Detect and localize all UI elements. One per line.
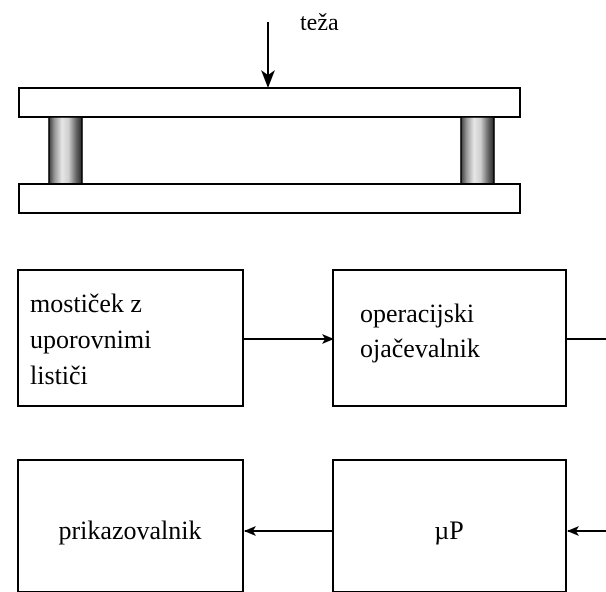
scale-platform	[18, 87, 521, 214]
left-load-cell	[48, 116, 83, 185]
amplifier-block: operacijski ojačevalnik	[332, 269, 567, 407]
load-arrowhead	[261, 70, 275, 88]
display-label: prikazovalnik	[59, 516, 202, 545]
bridge-label-line-3: lističi	[30, 361, 88, 390]
microprocessor-label: µP	[434, 516, 463, 545]
bridge-label-line-1: mostiček z	[30, 289, 142, 318]
display-block: prikazovalnik	[17, 459, 244, 592]
amplifier-label-line-1: operacijski	[360, 299, 474, 328]
bottom-plate	[18, 183, 521, 214]
load-label: teža	[300, 10, 339, 36]
amplifier-label-line-2: ojačevalnik	[360, 334, 480, 363]
right-load-cell	[460, 116, 495, 185]
microprocessor-block: µP	[332, 459, 567, 592]
bridge-label-line-2: uporovnimi	[30, 325, 151, 354]
bridge-block: mostiček z uporovnimi lističi	[17, 269, 244, 407]
load-indicator: teža	[261, 10, 339, 88]
top-plate	[18, 87, 521, 118]
